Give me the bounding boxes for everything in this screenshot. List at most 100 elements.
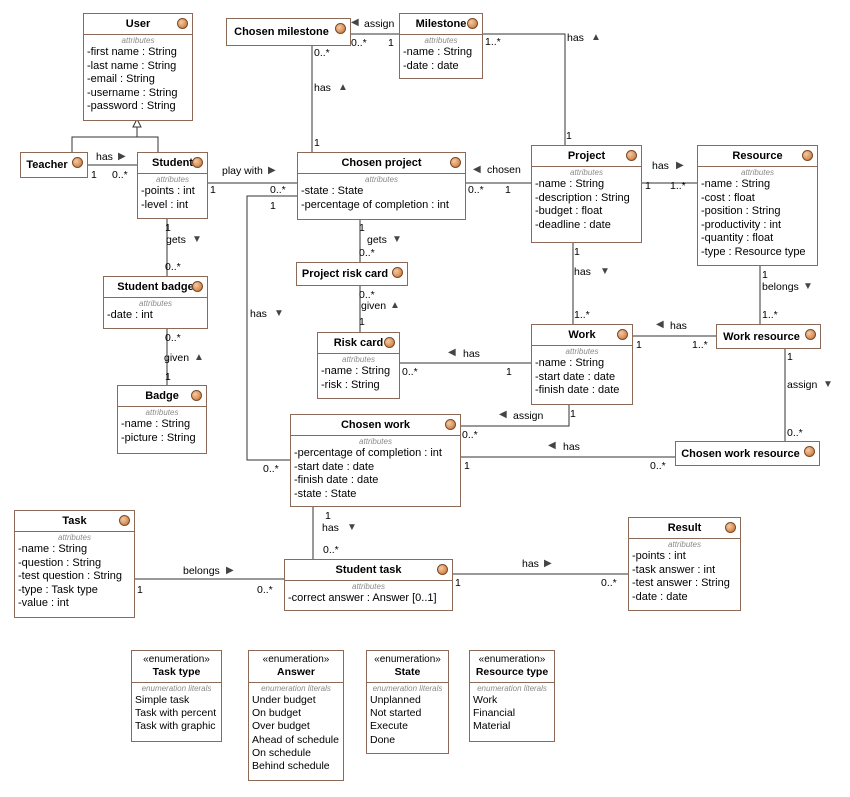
mult-workresource-belongs: 1..* <box>762 309 778 321</box>
class-chosen-milestone[interactable]: Chosen milestone <box>226 18 351 46</box>
class-icon <box>467 18 478 29</box>
assoc-label-has-project-milestone: has <box>567 32 584 44</box>
class-icon <box>192 281 203 292</box>
assoc-label-gets: gets <box>166 234 186 246</box>
attributes-label: attributes <box>359 437 392 446</box>
attributes-label: attributes <box>58 533 91 542</box>
class-work[interactable]: Work attributes -name : String -start da… <box>531 324 633 405</box>
attribute: -cost : float <box>701 191 755 204</box>
assoc-milestone-project <box>482 33 566 145</box>
direction-down-icon: ▼ <box>192 234 202 245</box>
direction-up-icon: ▲ <box>390 300 400 311</box>
attribute: -level : int <box>141 198 189 211</box>
mult-result: 0..* <box>601 577 617 589</box>
enum-literal: Ahead of schedule <box>252 733 339 746</box>
class-chosen-work[interactable]: Chosen work attributes -percentage of co… <box>290 414 461 507</box>
attribute: -name : String <box>535 357 605 369</box>
class-icon <box>802 150 813 161</box>
attributes-label: attributes <box>145 408 179 417</box>
literals-label: enumeration literals <box>372 684 443 693</box>
literals-label: enumeration literals <box>477 684 547 693</box>
class-project[interactable]: Project attributes -name : String -descr… <box>531 145 642 243</box>
mult-project-work: 1 <box>574 246 580 258</box>
attribute: -last name : String <box>87 59 177 72</box>
class-name: Chosen work resource <box>681 447 800 460</box>
class-resource[interactable]: Resource attributes -name : String -cost… <box>697 145 818 266</box>
attribute: -budget : float <box>535 205 603 217</box>
enum-literal: Behind schedule <box>252 760 330 773</box>
attribute: -name : String <box>18 543 88 555</box>
direction-right-icon: ▶ <box>676 160 684 171</box>
assoc-label-teacher-student: has <box>96 151 113 163</box>
class-icon <box>335 23 346 34</box>
mult-project-resource: 1 <box>645 180 651 192</box>
class-name: Teacher <box>26 159 68 171</box>
class-task[interactable]: Task attributes -name : String -question… <box>14 510 135 618</box>
class-chosen-work-resource[interactable]: Chosen work resource <box>675 441 820 466</box>
enum-state[interactable]: «enumeration»State enumeration literals … <box>366 650 449 754</box>
attribute: -finish date : date <box>294 474 379 486</box>
mult-chosenproject-work: 1 <box>270 200 276 212</box>
assoc-label-play-with: play with <box>222 165 263 177</box>
attributes-label: attributes <box>565 347 599 356</box>
class-icon <box>192 157 203 168</box>
attributes-label: attributes <box>365 175 398 184</box>
enum-answer[interactable]: «enumeration»Answer enumeration literals… <box>248 650 344 781</box>
enum-literal: Material <box>473 720 511 733</box>
attribute: -start date : date <box>535 370 616 383</box>
class-name: Result <box>667 522 702 534</box>
enum-task-type[interactable]: «enumeration»Task type enumeration liter… <box>131 650 222 742</box>
attribute: -picture : String <box>121 431 196 444</box>
direction-left-icon: ◀ <box>548 440 556 451</box>
mult-chosenwork-task: 1 <box>325 510 331 522</box>
enum-literal: Financial <box>473 707 516 720</box>
assoc-label-given: given <box>164 352 190 364</box>
attribute: -name : String <box>701 178 771 190</box>
mult-student-side: 1 <box>210 184 216 196</box>
class-name: Chosen milestone <box>234 26 329 38</box>
class-badge[interactable]: Badge attributes -name : String -picture… <box>117 385 207 454</box>
attribute: -quantity : float <box>701 232 774 244</box>
attribute: -correct answer : Answer [0..1] <box>288 592 437 604</box>
class-milestone[interactable]: Milestone attributes -name : String -dat… <box>399 13 483 79</box>
attribute: -name : String <box>403 46 473 58</box>
mult-badge-gets: 0..* <box>165 261 181 273</box>
attributes-label: attributes <box>121 36 155 45</box>
class-work-resource[interactable]: Work resource <box>716 324 821 349</box>
generalization-arrowhead <box>132 117 142 128</box>
direction-right-icon: ▶ <box>544 558 552 569</box>
mult-teacher: 1 <box>91 169 97 181</box>
class-project-risk-card[interactable]: Project risk card <box>296 262 408 286</box>
class-icon <box>626 150 637 161</box>
class-icon <box>72 157 83 168</box>
mult-resource: 1..* <box>670 180 686 192</box>
class-student-badge[interactable]: Student badge attributes -date : int <box>103 276 208 329</box>
class-teacher[interactable]: Teacher <box>20 152 88 178</box>
direction-down-icon: ▼ <box>347 522 357 533</box>
class-icon <box>177 18 188 29</box>
class-name: Work <box>568 329 596 341</box>
mult-resource-workresource: 1 <box>762 269 768 281</box>
class-result[interactable]: Result attributes -points : int -task an… <box>628 517 741 611</box>
attribute: -deadline : date <box>535 218 611 231</box>
enum-resource-type[interactable]: «enumeration»Resource type enumeration l… <box>469 650 555 742</box>
class-student[interactable]: Student attributes -points : int -level … <box>137 152 208 219</box>
class-icon <box>392 267 403 278</box>
direction-left-icon: ◀ <box>473 164 481 175</box>
mult-projectriskcard-gets: 0..* <box>359 247 375 259</box>
class-name: User <box>125 18 151 30</box>
attribute: -state : State <box>301 185 364 197</box>
assoc-label-belongs-task: belongs <box>183 565 220 577</box>
attribute: -start date : date <box>294 460 375 473</box>
direction-left-icon: ◀ <box>656 319 664 330</box>
mult-chosenworkresource-assign: 0..* <box>787 427 803 439</box>
class-student-task[interactable]: Student task attributes -correct answer … <box>284 559 453 611</box>
class-user[interactable]: User attributes -first name : String -la… <box>83 13 193 121</box>
assoc-label-assign-milestone: assign <box>364 18 395 30</box>
class-risk-card[interactable]: Risk card attributes -name : String -ris… <box>317 332 400 399</box>
class-icon <box>805 329 816 340</box>
direction-left-icon: ◀ <box>351 17 359 28</box>
class-name: Chosen project <box>341 157 422 169</box>
mult-chosenproject-side: 0..* <box>270 184 286 196</box>
class-chosen-project[interactable]: Chosen project attributes -state : State… <box>297 152 466 220</box>
